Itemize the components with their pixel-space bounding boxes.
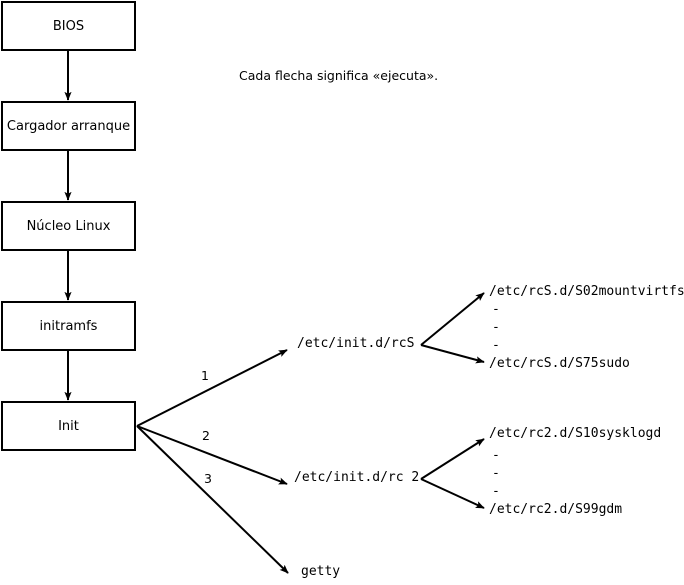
rc2-ellipsis-2: - xyxy=(492,466,500,481)
rcs-ellipsis-1: - xyxy=(492,302,500,317)
arrow-rcs-to-last xyxy=(420,344,485,364)
node-kernel: Núcleo Linux xyxy=(1,201,136,251)
arrow-rc2-to-first xyxy=(420,438,485,480)
node-kernel-label: Núcleo Linux xyxy=(26,218,111,234)
rcs-script-first: /etc/rcS.d/S02mountvirtfs xyxy=(489,284,684,299)
arrow-init-to-rc2 xyxy=(136,425,288,485)
rcs-script-last: /etc/rcS.d/S75sudo xyxy=(489,356,630,371)
arrow-init-to-getty xyxy=(136,425,289,574)
branch-number-2: 2 xyxy=(202,428,210,443)
node-initramfs: initramfs xyxy=(1,301,136,351)
node-bootloader-label: Cargador arranque xyxy=(6,118,131,134)
rcs-ellipsis-2: - xyxy=(492,320,500,335)
node-init-label: Init xyxy=(58,418,79,434)
rc2-script-first: /etc/rc2.d/S10sysklogd xyxy=(489,426,662,441)
arrow-init-to-rcs xyxy=(136,349,288,427)
rcs-ellipsis-3: - xyxy=(492,338,500,353)
branch-target-rc2: /etc/init.d/rc 2 xyxy=(294,470,420,485)
node-bios: BIOS xyxy=(1,1,136,51)
node-init: Init xyxy=(1,401,136,451)
arrow-rcs-to-first xyxy=(420,292,485,346)
diagram-caption: Cada flecha significa «ejecuta». xyxy=(239,68,439,83)
arrow-rc2-to-last xyxy=(420,478,485,509)
branch-number-1: 1 xyxy=(201,368,209,383)
branch-number-3: 3 xyxy=(204,471,212,486)
branch-target-getty: getty xyxy=(301,564,341,579)
rc2-ellipsis-3: - xyxy=(492,484,500,499)
branch-target-rcs: /etc/init.d/rcS xyxy=(297,336,415,351)
node-initramfs-label: initramfs xyxy=(39,318,98,334)
rc2-ellipsis-1: - xyxy=(492,448,500,463)
node-bootloader: Cargador arranque xyxy=(1,101,136,151)
node-bios-label: BIOS xyxy=(52,18,85,34)
rc2-script-last: /etc/rc2.d/S99gdm xyxy=(489,502,623,517)
